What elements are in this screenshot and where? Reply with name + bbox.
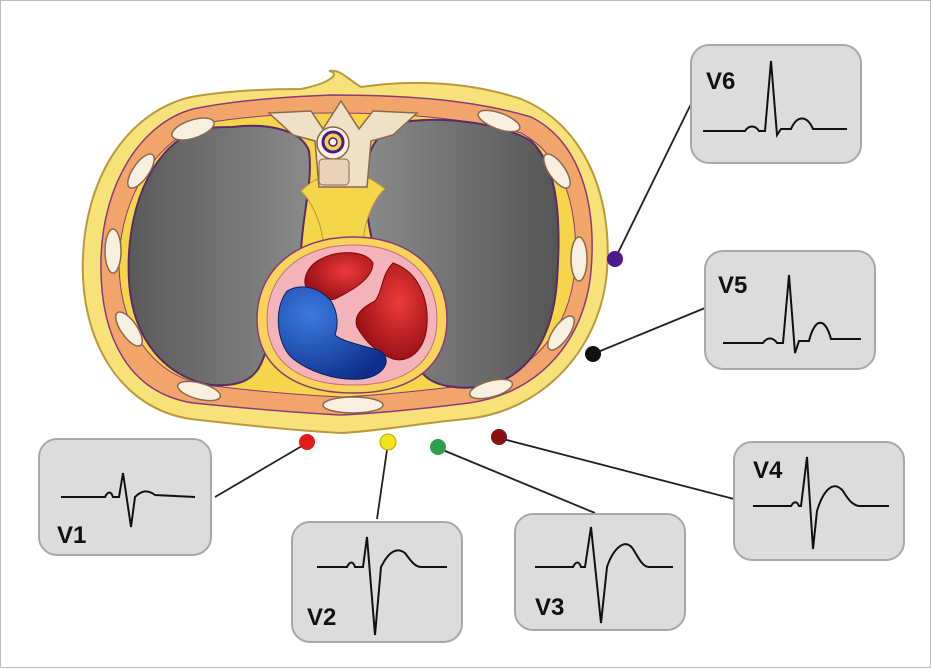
ecg-panel-v5: V5: [705, 251, 875, 369]
ecg-panel-v3: V3: [515, 514, 685, 630]
lead-label-v6: V6: [706, 68, 735, 95]
electrode-v3: [430, 439, 446, 455]
lead-label-v2: V2: [307, 604, 336, 631]
lead-label-v1: V1: [57, 522, 86, 549]
heart: [257, 237, 447, 393]
electrode-v5: [585, 346, 601, 362]
lead-label-v4: V4: [753, 457, 783, 484]
ecg-panel-v4: V4: [734, 442, 904, 560]
ecg-panel-v6: V6: [691, 45, 861, 163]
electrode-v6: [607, 251, 623, 267]
electrode-v1: [299, 434, 315, 450]
ecg-panel-v1: V1: [39, 439, 211, 555]
electrode-v4: [491, 429, 507, 445]
electrode-v2: [380, 434, 396, 450]
ecg-panel-v2: V2: [292, 522, 462, 642]
lead-label-v3: V3: [535, 594, 564, 621]
lead-label-v5: V5: [718, 272, 747, 299]
